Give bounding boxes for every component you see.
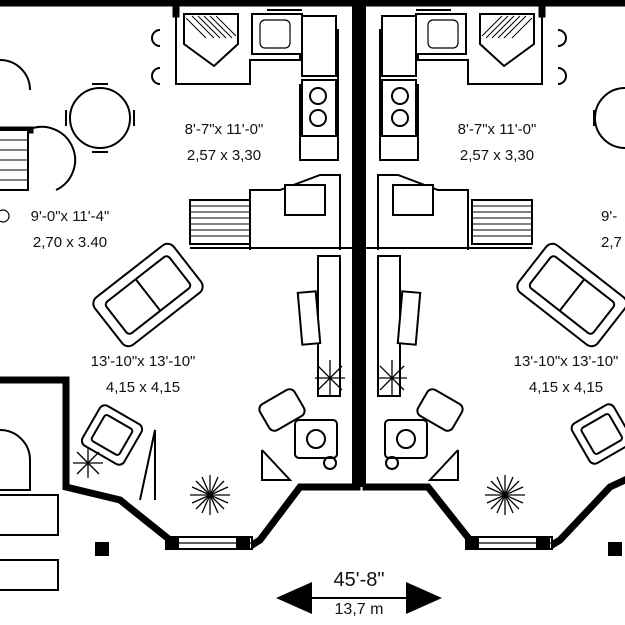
- sofa-left: [92, 242, 204, 348]
- living-right-dim-imperial: 13'-10"x 13'-10": [514, 353, 619, 370]
- plant-left: [190, 475, 230, 515]
- entry-door-left: [0, 429, 622, 591]
- room-label-kitchen-right: 8'-7"x 11'-0" 2,57 x 3,30: [458, 121, 537, 164]
- armchair-left-2: [258, 388, 306, 432]
- plant-corner-left: [315, 360, 345, 395]
- kitchen-left-dim-imperial: 8'-7"x 11'-0": [185, 121, 264, 138]
- room-label-living-left: 13'-10"x 13'-10" 4,15 x 4,15: [91, 353, 196, 396]
- dining-left-dim-metric: 2,70 x 3.40: [33, 234, 107, 251]
- overall-width-imperial: 45'-8": [334, 569, 385, 591]
- room-label-dining-left: 9'-0"x 11'-4" 2,70 x 3.40: [0, 208, 109, 251]
- coffee-table-left: [294, 419, 338, 470]
- stair-left: [189, 199, 352, 249]
- living-left-dim-imperial: 13'-10"x 13'-10": [91, 353, 196, 370]
- bay-window-right: [465, 536, 553, 550]
- kitchen-left: [151, 9, 341, 250]
- bar-counter-left: [296, 255, 341, 397]
- dining-left-dim-imperial: 9'-0"x 11'-4": [31, 208, 110, 225]
- room-label-kitchen-left: 8'-7"x 11'-0" 2,57 x 3,30: [185, 121, 264, 164]
- kitchen-right: [377, 9, 567, 250]
- plant-left-2: [73, 448, 103, 478]
- overall-width-dimension: 45'-8" 13,7 m: [276, 569, 442, 618]
- refrigerator: [381, 15, 417, 77]
- dining-right-dim-metric: 2,7: [601, 234, 622, 251]
- bar-counter-right: [377, 255, 422, 397]
- sofa-right: [516, 242, 625, 348]
- dining-table-right: [593, 87, 625, 149]
- kitchen-right-dim-metric: 2,57 x 3,30: [460, 147, 534, 164]
- arrow-left-icon: [276, 582, 312, 614]
- dining-table-left: [65, 83, 135, 153]
- corner-cabinet: [183, 13, 239, 68]
- room-label-dining-right: 9'- 2,7: [601, 208, 622, 251]
- bay-window-left: [165, 536, 253, 550]
- plant-right: [485, 475, 525, 515]
- stair-right: [366, 199, 533, 249]
- stairs-left-edge: [0, 59, 77, 191]
- kitchen-left-dim-metric: 2,57 x 3,30: [187, 147, 261, 164]
- coffee-table-right: [384, 419, 428, 470]
- kitchen-right-dim-imperial: 8'-7"x 11'-0": [458, 121, 537, 138]
- arrow-right-icon: [406, 582, 442, 614]
- overall-width-metric: 13,7 m: [335, 601, 384, 618]
- living-right-dim-metric: 4,15 x 4,15: [529, 379, 603, 396]
- refrigerator: [301, 15, 337, 77]
- living-left-dim-metric: 4,15 x 4,15: [106, 379, 180, 396]
- dining-right-dim-imperial: 9'-: [601, 208, 617, 225]
- armchair-right: [570, 403, 625, 465]
- room-label-living-right: 13'-10"x 13'-10" 4,15 x 4,15: [514, 353, 619, 396]
- corner-cabinet: [479, 13, 535, 68]
- plant-corner-right: [377, 360, 407, 395]
- armchair-right-2: [416, 388, 464, 432]
- armchair-left: [80, 404, 144, 466]
- side-table: [139, 429, 156, 501]
